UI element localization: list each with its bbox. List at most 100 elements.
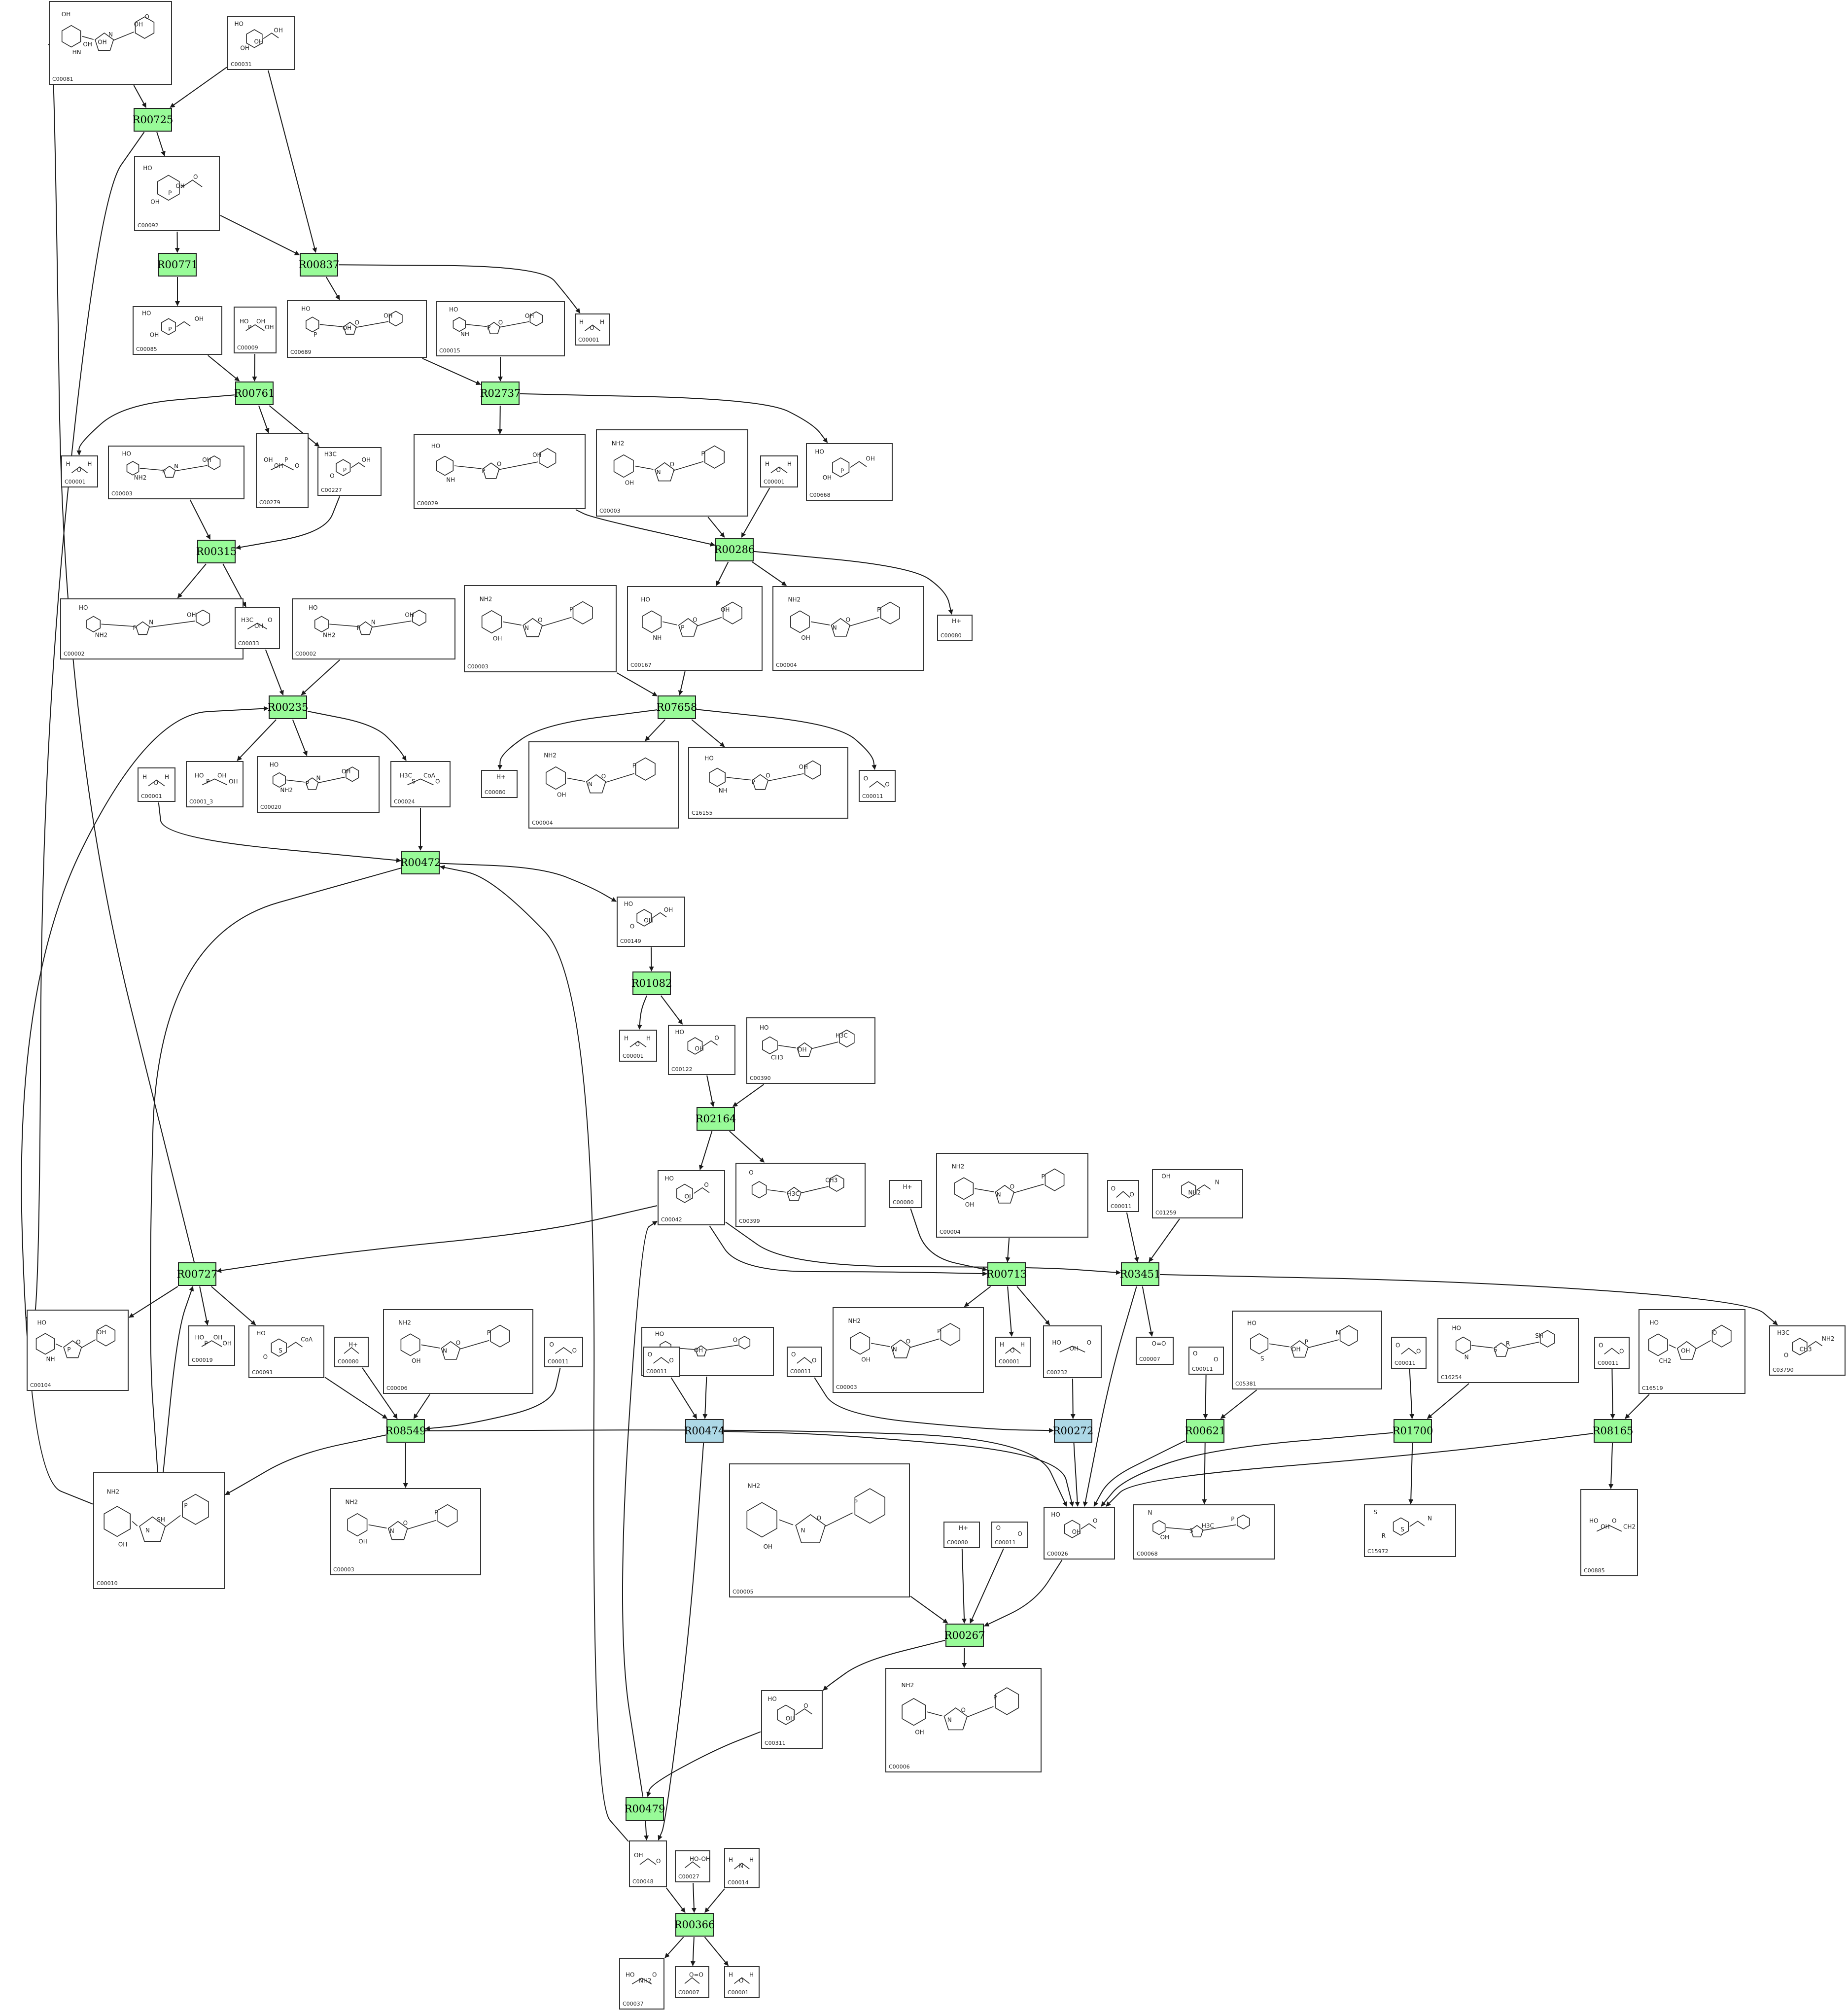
reaction-R00235[interactable]: R00235 xyxy=(268,695,309,719)
reaction-R07658[interactable]: R07658 xyxy=(657,695,697,719)
reaction-R00267[interactable]: R00267 xyxy=(944,1624,985,1647)
compound-C00080[interactable]: H+C00080 xyxy=(334,1337,369,1367)
compound-C00080[interactable]: H+C00080 xyxy=(481,770,518,798)
reaction-R00479[interactable]: R00479 xyxy=(625,1797,665,1821)
reaction-R01082[interactable]: R01082 xyxy=(631,971,672,995)
reaction-R00713[interactable]: R00713 xyxy=(986,1262,1027,1286)
reaction-R00474[interactable]: R00474 xyxy=(684,1419,725,1443)
reaction-R08549[interactable]: R08549 xyxy=(385,1419,426,1443)
reaction-R00366[interactable]: R00366 xyxy=(674,1913,715,1937)
reaction-R00272[interactable]: R00272 xyxy=(1053,1419,1094,1443)
reaction-R00761[interactable]: R00761 xyxy=(234,381,275,405)
reaction-R00472[interactable]: R00472 xyxy=(400,851,441,874)
reaction-R00837[interactable]: R00837 xyxy=(299,253,340,277)
compound-C00080[interactable]: H+C00080 xyxy=(889,1180,922,1208)
reaction-R00315[interactable]: R00315 xyxy=(196,540,237,563)
reaction-R08165[interactable]: R08165 xyxy=(1593,1419,1634,1443)
reaction-R02737[interactable]: R02737 xyxy=(480,381,521,405)
reaction-R00621[interactable]: R00621 xyxy=(1185,1419,1226,1443)
reaction-R00727[interactable]: R00727 xyxy=(177,1262,218,1286)
reaction-R03451[interactable]: R03451 xyxy=(1120,1262,1161,1286)
compound-C00080[interactable]: H+C00080 xyxy=(937,615,973,641)
compound-C00080[interactable]: H+C00080 xyxy=(943,1522,980,1548)
reaction-R00771[interactable]: R00771 xyxy=(157,253,198,277)
reaction-R02164[interactable]: R02164 xyxy=(696,1107,736,1131)
reaction-R01700[interactable]: R01700 xyxy=(1393,1419,1433,1443)
reaction-R00286[interactable]: R00286 xyxy=(714,538,755,561)
reaction-R00725[interactable]: R00725 xyxy=(133,108,174,132)
